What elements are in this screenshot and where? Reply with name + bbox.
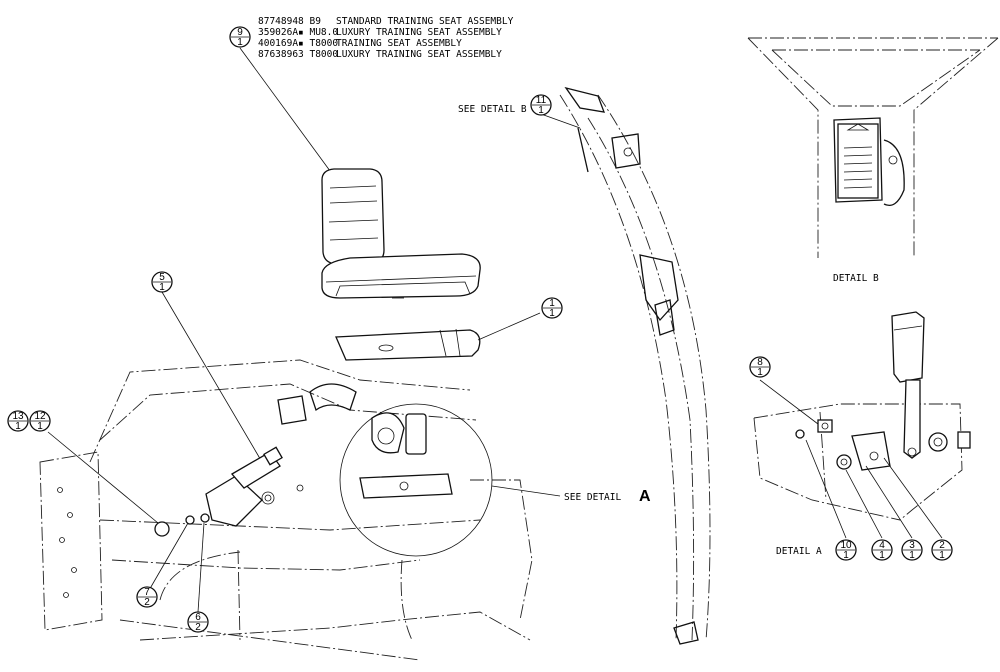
callout-row-2-part: 359026A▪ MU8.0	[258, 27, 338, 38]
balloon-item-number: 13	[12, 411, 24, 422]
callout-row-1-part: 87748948 B9	[258, 16, 321, 27]
detail-b-view	[747, 37, 999, 258]
callout-row-4-desc: LUXURY TRAINING SEAT ASSEMBLY	[336, 49, 502, 60]
detail-b-label: DETAIL B	[833, 273, 879, 284]
balloon-quantity: 1	[237, 37, 243, 48]
balloon-quantity: 1	[538, 105, 544, 116]
callout-row-3-desc: TRAINING SEAT ASSEMBLY	[336, 38, 462, 49]
training-seat	[239, 47, 481, 299]
callout-row-1-desc: STANDARD TRAINING SEAT ASSEMBLY	[336, 16, 514, 27]
balloon-item-number: 12	[34, 411, 46, 422]
balloon-item-number: 7	[144, 587, 150, 598]
balloon-item-number: 5	[159, 272, 165, 283]
balloon-quantity: 1	[159, 282, 165, 293]
balloon-item-number: 1	[549, 298, 555, 309]
balloon-quantity: 1	[757, 367, 763, 378]
balloon-quantity: 1	[939, 550, 945, 561]
balloon-item-number: 11	[536, 95, 547, 106]
balloon-item-12: 121	[29, 410, 51, 432]
balloon-quantity: 1	[879, 550, 885, 561]
balloon-quantity: 1	[15, 421, 21, 432]
balloon-item-2: 21	[931, 539, 953, 561]
detail-a-view	[753, 311, 971, 539]
balloon-quantity: 1	[549, 308, 555, 319]
balloon-item-13: 131	[7, 410, 29, 432]
mounting-hardware	[47, 431, 210, 613]
balloon-item-6: 62	[187, 611, 209, 633]
balloon-item-number: 9	[237, 27, 243, 38]
balloon-item-3: 31	[901, 539, 923, 561]
see-detail-a-letter: A	[639, 488, 651, 505]
cab-pillar	[540, 86, 711, 645]
balloon-item-10: 101	[835, 539, 857, 561]
balloon-item-number: 4	[879, 540, 885, 551]
seat-belt-buckle	[161, 291, 283, 527]
balloon-item-number: 8	[757, 357, 763, 368]
seat-pad	[335, 312, 541, 361]
balloon-quantity: 2	[144, 597, 150, 608]
callout-row-3-part: 400169A▪ T8000	[258, 38, 338, 49]
balloon-item-number: 6	[195, 612, 201, 623]
balloon-item-number: 2	[939, 540, 945, 551]
balloon-item-number: 3	[909, 540, 915, 551]
balloon-item-number: 10	[840, 540, 852, 551]
balloon-item-8: 81	[749, 356, 771, 378]
detail-a-circle	[339, 403, 561, 557]
callout-row-4-part: 87638963 T8000	[258, 49, 338, 60]
balloon-quantity: 2	[195, 622, 201, 633]
cab-platform	[39, 359, 533, 661]
balloon-quantity: 1	[843, 550, 849, 561]
balloon-item-9: 91	[229, 26, 251, 48]
balloon-quantity: 1	[909, 550, 915, 561]
callout-row-2-desc: LUXURY TRAINING SEAT ASSEMBLY	[336, 27, 502, 38]
balloon-item-4: 41	[871, 539, 893, 561]
balloon-item-5: 51	[151, 271, 173, 293]
see-detail-b-label: SEE DETAIL B	[458, 104, 527, 115]
see-detail-a-label: SEE DETAIL	[564, 492, 621, 503]
seat-assembly-callout: 87748948 B9 STANDARD TRAINING SEAT ASSEM…	[258, 16, 514, 60]
detail-a-label: DETAIL A	[776, 546, 822, 557]
balloon-item-11: 111	[530, 94, 552, 116]
balloon-quantity: 1	[37, 421, 43, 432]
balloon-item-1: 11	[541, 297, 563, 319]
balloon-item-7: 72	[136, 586, 158, 608]
